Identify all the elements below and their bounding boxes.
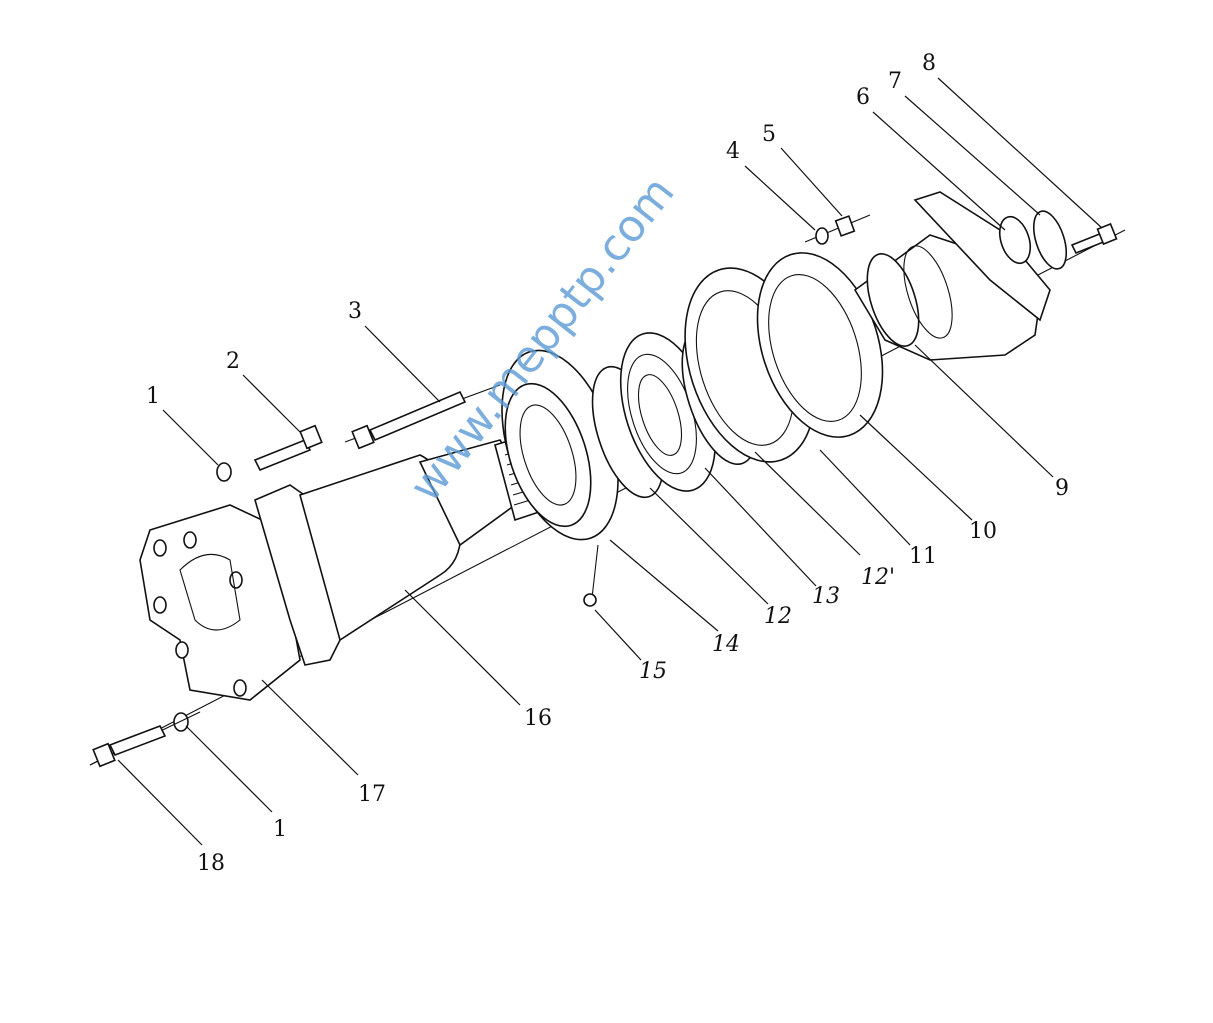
part-flange-yoke bbox=[139, 504, 301, 701]
part-grease-fitting bbox=[583, 593, 597, 607]
callout-3: 3 bbox=[348, 299, 362, 324]
callout-1-top: 1 bbox=[146, 384, 160, 409]
callout-5: 5 bbox=[762, 122, 776, 147]
callout-18: 18 bbox=[197, 851, 225, 876]
callout-15: 15 bbox=[639, 659, 667, 684]
leader-lines bbox=[117, 77, 1103, 846]
callout-10: 10 bbox=[969, 519, 997, 544]
part-seal-housing bbox=[756, 252, 884, 438]
part-gasket bbox=[998, 215, 1032, 265]
callout-4: 4 bbox=[726, 139, 740, 164]
part-washer-1b bbox=[173, 712, 189, 732]
part-long-bolt-3 bbox=[368, 390, 467, 442]
callout-11: 11 bbox=[909, 544, 937, 569]
callout-17: 17 bbox=[358, 782, 386, 807]
callout-6: 6 bbox=[856, 85, 870, 110]
callout-14: 14 bbox=[712, 632, 740, 657]
part-cover-plate bbox=[1032, 210, 1068, 270]
callout-9: 9 bbox=[1055, 476, 1069, 501]
callout-8: 8 bbox=[922, 51, 936, 76]
part-bolt-18 bbox=[108, 724, 167, 757]
callout-12-prime: 12' bbox=[861, 565, 895, 590]
part-output-housing bbox=[853, 191, 1051, 361]
callout-16: 16 bbox=[524, 706, 552, 731]
part-washer-4 bbox=[815, 227, 829, 245]
callout-13: 13 bbox=[812, 584, 840, 609]
part-nut-5 bbox=[834, 215, 856, 237]
part-bolt-2 bbox=[253, 438, 312, 472]
part-bearing-cap bbox=[501, 349, 619, 541]
callout-7: 7 bbox=[888, 69, 902, 94]
callout-1-bottom: 1 bbox=[273, 817, 287, 842]
callout-12: 12 bbox=[764, 604, 792, 629]
part-washer-1a bbox=[216, 462, 232, 482]
callout-2: 2 bbox=[226, 349, 240, 374]
